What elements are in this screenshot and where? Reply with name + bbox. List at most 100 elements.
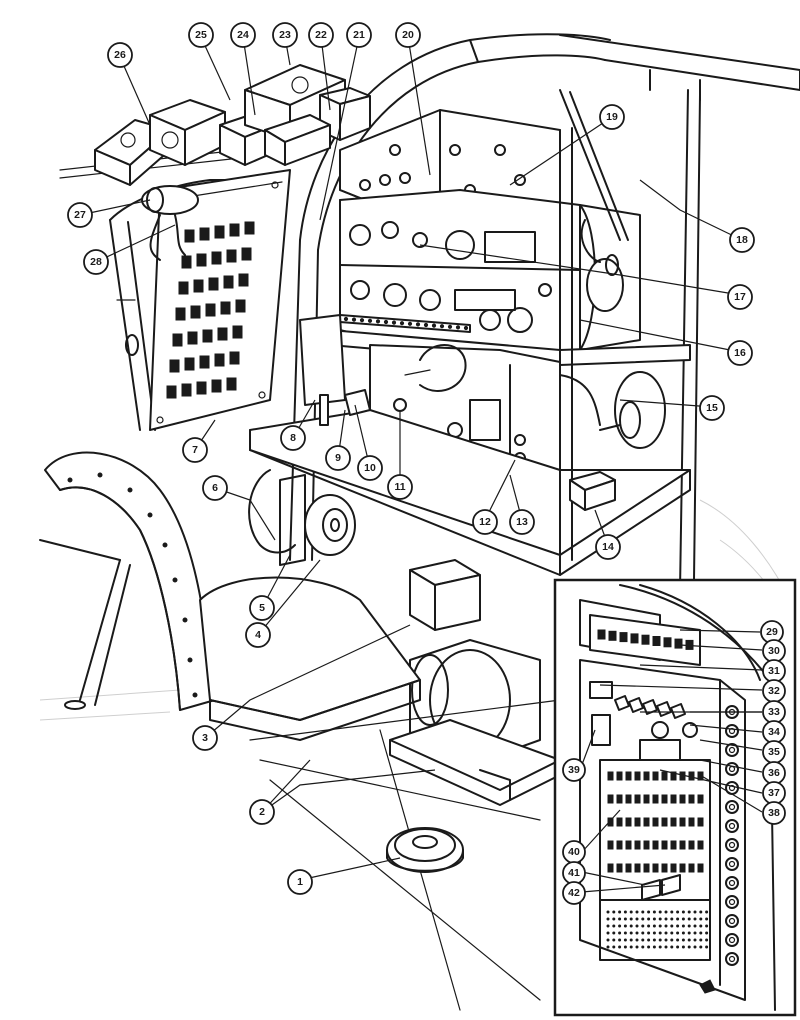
grille-hole	[676, 938, 680, 942]
jack-socket	[725, 933, 739, 947]
terminal-block	[630, 633, 639, 644]
rivet	[172, 577, 178, 583]
grille-hole	[629, 917, 633, 921]
grille-hole	[629, 910, 633, 914]
svg-text:19: 19	[606, 111, 618, 123]
svg-text:2: 2	[259, 806, 265, 818]
terminal-screw	[399, 321, 405, 326]
grille-hole	[629, 924, 633, 928]
fuse-clip	[607, 771, 614, 781]
fuse-holder	[193, 279, 204, 293]
fuse-clip	[661, 840, 668, 850]
svg-text:37: 37	[768, 787, 780, 799]
knob	[445, 230, 475, 260]
fuse-holder	[196, 253, 207, 267]
grille-hole	[612, 931, 616, 935]
jack-socket	[725, 762, 739, 776]
callout-13: 13	[509, 509, 535, 535]
terminal-block	[641, 634, 650, 645]
svg-text:6: 6	[212, 482, 218, 494]
fuse-clip	[625, 817, 632, 827]
terminal-screw	[431, 323, 437, 328]
grille-hole	[705, 945, 709, 949]
grille-hole	[647, 917, 651, 921]
grille-hole	[606, 910, 610, 914]
toggle-switch	[656, 701, 672, 717]
svg-text:26: 26	[114, 49, 126, 61]
svg-text:18: 18	[736, 234, 748, 246]
grille-hole	[635, 945, 639, 949]
grille-hole	[612, 924, 616, 928]
rivet	[127, 487, 133, 493]
svg-text:27: 27	[74, 209, 86, 221]
callout-38: 38	[762, 801, 786, 825]
callout-36: 36	[762, 761, 786, 785]
fuse-clip	[661, 794, 668, 804]
grille-hole	[606, 917, 610, 921]
terminal-block	[652, 636, 661, 646]
callout-11: 11	[387, 474, 413, 500]
grille-hole	[623, 917, 627, 921]
callout-1: 1	[287, 869, 313, 895]
jack-socket	[725, 743, 739, 757]
svg-text:32: 32	[768, 685, 780, 697]
grille-hole	[693, 945, 697, 949]
jack-socket-inner	[728, 936, 736, 944]
callout-28: 28	[83, 249, 109, 275]
jack-socket	[725, 857, 739, 871]
fuse-clip	[679, 863, 686, 873]
jack-socket-inner	[728, 860, 736, 868]
terminal-block	[597, 629, 606, 640]
fuse-clip	[661, 771, 668, 781]
callout-25: 25	[188, 22, 214, 48]
callout-15: 15	[699, 395, 725, 421]
callout-22: 22	[308, 22, 334, 48]
grille-hole	[623, 945, 627, 949]
fuse-holder	[187, 331, 198, 345]
fuse-clip	[643, 794, 650, 804]
grille-hole	[652, 945, 656, 949]
jack-socket-inner	[728, 955, 736, 963]
grille-hole	[699, 945, 703, 949]
grille-hole	[635, 924, 639, 928]
terminal-screw	[351, 317, 357, 322]
terminal-screw	[375, 319, 381, 324]
terminal-screw	[383, 319, 389, 325]
grille-hole	[618, 924, 622, 928]
grille-hole	[705, 931, 709, 935]
fuse-holder	[211, 251, 222, 265]
callout-6: 6	[202, 475, 228, 501]
grille-hole	[699, 931, 703, 935]
grille-hole	[693, 931, 697, 935]
fuse-clip	[670, 794, 677, 804]
terminal-screw	[359, 318, 365, 323]
svg-text:14: 14	[602, 541, 614, 553]
knob	[399, 172, 411, 184]
svg-text:13: 13	[516, 516, 528, 528]
terminal-screw	[407, 321, 413, 326]
radio-receiver	[329, 189, 691, 366]
fuse-clip	[625, 840, 632, 850]
fuse-holder	[169, 359, 180, 373]
grille-hole	[623, 910, 627, 914]
svg-text:31: 31	[768, 665, 780, 677]
fuse-clip	[652, 840, 659, 850]
fuse-clip	[688, 794, 695, 804]
grille-hole	[629, 931, 633, 935]
grille-hole	[676, 945, 680, 949]
grille-hole	[670, 917, 674, 921]
fuse-holder	[241, 247, 252, 261]
grille-hole	[635, 931, 639, 935]
knob	[538, 283, 552, 297]
grille-hole	[670, 931, 674, 935]
fuse-holder	[178, 281, 189, 295]
fuse-clip	[616, 863, 623, 873]
svg-text:3: 3	[202, 732, 208, 744]
jack-socket	[725, 952, 739, 966]
fuse-holder	[208, 277, 219, 291]
grille-hole	[612, 917, 616, 921]
callout-31: 31	[762, 659, 786, 683]
fuse-holder	[190, 305, 201, 319]
grille-hole	[647, 924, 651, 928]
grille-hole	[618, 917, 622, 921]
